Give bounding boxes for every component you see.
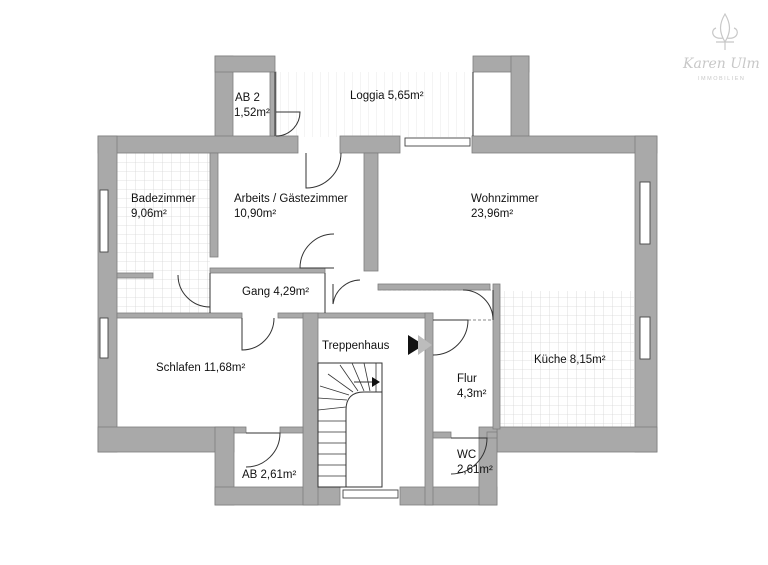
wall-schlafen-top — [116, 312, 243, 319]
window-schlafen — [99, 317, 109, 359]
wall-top-left — [97, 135, 299, 154]
wall-wc-top — [432, 431, 452, 439]
label-ab2-area: 1,52m² — [234, 107, 270, 119]
door-schlafen — [241, 317, 275, 351]
door-kitchen — [462, 289, 494, 321]
bathroom-tiles — [117, 153, 210, 313]
logo-name: Karen Ulm — [682, 56, 760, 72]
label-arbeits-area: 10,90m² — [234, 208, 276, 220]
door-wc — [450, 437, 488, 475]
wall-top-right — [471, 135, 658, 154]
wall-ab-top — [233, 426, 247, 434]
window-loggia-wohn — [404, 137, 471, 147]
label-wc-area: 2,61m² — [457, 464, 493, 476]
doors — [177, 111, 494, 475]
door-flur-main — [432, 319, 469, 356]
wall-wohn-bottom — [377, 283, 491, 291]
label-gang: Gang 4,29m² — [242, 286, 309, 298]
wall-stair-right — [424, 312, 434, 506]
label-bad-area: 9,06m² — [131, 208, 167, 220]
label-loggia: Loggia 5,65m² — [350, 90, 424, 102]
wall-bottom-wc-right — [478, 426, 498, 506]
wall-annex-right — [510, 55, 530, 141]
window-wohn — [639, 181, 651, 245]
wall-bottom-ab — [214, 486, 341, 506]
stair-steps — [317, 362, 377, 477]
label-bad-name: Badezimmer — [131, 193, 196, 205]
door-arbeits — [305, 152, 342, 189]
label-ab2-name: AB 2 — [235, 92, 260, 104]
door-bad — [177, 274, 211, 308]
stair-well — [317, 362, 383, 488]
wall-bad-right-upper — [209, 152, 219, 258]
door-ab2 — [275, 111, 301, 137]
window-stair — [342, 489, 399, 499]
wall-gang-top — [209, 267, 326, 274]
room-labels: Loggia 5,65m² AB 2 1,52m² Badezimmer 9,0… — [131, 90, 606, 481]
wall-arbeits-right — [363, 152, 379, 272]
wall-ab2-inner — [269, 71, 277, 137]
kitchen-tiles — [500, 291, 634, 427]
label-flur-area: 4,3m² — [457, 388, 487, 400]
floor-fills — [117, 72, 634, 427]
label-wohn-name: Wohnzimmer — [471, 193, 539, 205]
label-flur-name: Flur — [457, 373, 477, 385]
loggia-floor — [275, 72, 473, 137]
label-wohn-area: 23,96m² — [471, 208, 513, 220]
wall-schlafen-right — [302, 312, 319, 506]
stair-outline — [345, 391, 382, 487]
wall-annex-top-left — [214, 55, 276, 73]
wall-ab-top-right — [279, 426, 304, 434]
wall-bad-divider — [116, 272, 154, 279]
window-bad — [99, 189, 109, 253]
window-kitchen — [639, 316, 651, 360]
wall-top-middle — [339, 135, 401, 154]
wall-gang-bottom — [277, 312, 434, 319]
wall-wc-top-right — [486, 431, 498, 439]
stair-arrow-icon — [372, 377, 380, 387]
brand-logo: Karen Ulm IMMOBILIEN — [682, 12, 760, 82]
entrance-arrow-icon — [408, 335, 432, 355]
logo-sub: IMMOBILIEN — [698, 76, 745, 82]
wall-bottom-left — [97, 426, 235, 453]
label-kueche: Küche 8,15m² — [534, 354, 606, 366]
windows — [99, 137, 651, 499]
label-wc-name: WC — [457, 449, 476, 461]
label-arbeits-name: Arbeits / Gästezimmer — [234, 193, 348, 205]
label-ab: AB 2,61m² — [242, 469, 296, 481]
wall-kitchen-left — [492, 283, 501, 430]
label-treppe: Treppenhaus — [322, 340, 390, 352]
door-ab — [245, 432, 281, 468]
label-schlafen: Schlafen 11,68m² — [156, 362, 245, 374]
staircase — [317, 362, 383, 488]
door-wohn — [332, 279, 361, 305]
wall-left — [97, 135, 118, 453]
door-arbeits-gang — [299, 233, 335, 269]
wall-bottom-right — [496, 426, 658, 453]
fleur-de-lis-icon — [712, 12, 738, 50]
